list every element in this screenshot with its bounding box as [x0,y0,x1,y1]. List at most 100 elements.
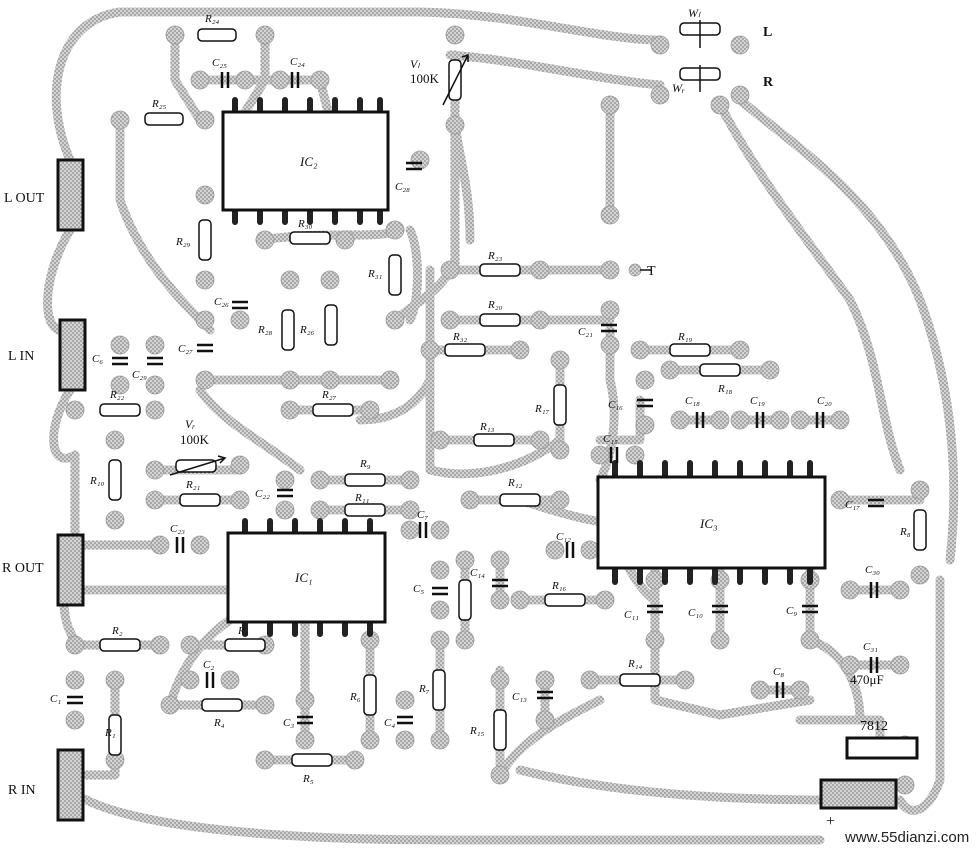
label-r9: R₉ [359,458,371,470]
label-c9: C₉ [786,605,797,617]
label-r17: R₁₇ [534,403,550,415]
l-in-connector [58,318,87,392]
label-c16: C₁₆ [608,399,623,411]
label-r30: R₃₀ [297,218,313,230]
label-c29: C₂₉ [132,369,147,381]
label-c14: C₁₄ [470,567,485,579]
label-c31: C₃₁ [863,641,878,653]
label-r6: R₆ [349,691,361,703]
label-c12: C₁₂ [556,531,571,543]
label-r12: R₁₂ [507,477,523,489]
label-c15: C₁₅ [603,433,618,445]
power-connector [819,778,898,810]
label-r-out: R OUT [2,561,44,576]
label-c4: C₄ [384,717,395,729]
connectors [56,158,919,822]
label-r21: R₂₁ [185,479,201,491]
label-r29: R₂₉ [175,236,191,248]
label-wl: Wₗ [688,6,701,20]
label-c17: C₁₇ [845,499,860,511]
pot-arrows [169,20,701,476]
watermark: www.55dianzi.com [844,829,969,846]
label-c7: C₇ [417,509,428,521]
label-r11: R₁₁ [354,492,370,504]
label-c30: C₃₀ [865,564,880,576]
label-r32: R₃₂ [452,331,468,343]
label-plus: + [826,813,835,830]
capacitor-symbols [67,72,884,725]
label-r19: R₁₉ [677,331,693,343]
label-r14: R₁₄ [627,658,643,670]
label-r4: R₄ [213,717,225,729]
label-c5: C₅ [413,583,424,595]
label-r13: R₁₃ [479,421,495,433]
label-t: T [647,264,656,279]
ic2-label: IC₂ [299,154,318,169]
label-c11: C₁₁ [624,609,639,621]
label-vr: Vᵣ [185,417,195,431]
label-r25: R₂₅ [151,98,167,110]
ic1-body [226,531,387,624]
copper-traces [43,7,959,845]
l-out-connector [56,158,85,232]
ic2-body [221,110,390,212]
label-vl-value: 100K [410,71,440,86]
label-l: L [763,25,772,40]
label-c10: C₁₀ [688,607,703,619]
regulator-7812-body [845,736,919,760]
label-r24: R₂₄ [204,13,220,25]
ic3-body [596,475,827,570]
label-c1: C₁ [50,693,61,705]
label-r20: R₂₀ [487,299,503,311]
label-c26: C₂₆ [214,296,229,308]
label-470uf: 470μF [850,672,884,687]
component-labels: IC₂ IC₁ IC₃ R₁ R₂ R₃ R₄ R₅ R₆ R₇ R₉ R₁₀ … [50,6,911,785]
label-vl: Vₗ [410,57,420,71]
ic-bodies [221,110,827,624]
ic-pins [232,97,813,637]
label-r23: R₂₃ [487,250,503,262]
label-l-in: L IN [8,349,34,364]
ic3-label: IC₃ [699,516,718,531]
label-r7: R₇ [418,683,430,695]
label-c8: C₈ [773,666,784,678]
label-7812: 7812 [860,719,888,734]
label-c27: C₂₇ [178,343,193,355]
label-r2: R₂ [111,625,123,637]
label-c20: C₂₀ [817,395,832,407]
ic1-label: IC₁ [294,570,313,585]
label-c24: C₂₄ [290,56,305,68]
label-c28: C₂₈ [395,181,410,193]
label-r3: R₃ [237,625,249,637]
label-c21: C₂₁ [578,326,593,338]
label-r22: R₂₂ [109,389,125,401]
resistor-bodies [99,22,927,767]
label-c13: C₁₃ [512,691,527,703]
label-r-in: R IN [8,783,36,798]
connector-labels: L OUT L IN R OUT R IN L R T + www.55dian… [2,25,969,846]
label-r28: R₂₈ [257,324,273,336]
label-wr: Wᵣ [672,81,685,95]
label-c22: C₂₂ [255,488,270,500]
label-r26: R₂₆ [299,324,315,336]
label-r: R [763,75,774,90]
label-r31: R₃₁ [367,268,383,280]
label-c23: C₂₃ [170,523,185,535]
r-in-connector [56,748,85,822]
label-r18: R₁₈ [717,383,733,395]
label-c3: C₃ [283,717,294,729]
label-r15: R₁₅ [469,725,485,737]
label-l-out: L OUT [4,191,45,206]
label-c25: C₂₅ [212,57,227,69]
r-out-connector [56,533,85,607]
label-vr-value: 100K [180,432,210,447]
label-c2: C₂ [203,659,214,671]
label-r8: R₈ [899,526,911,538]
label-c19: C₁₉ [750,395,765,407]
label-c6: C₆ [92,353,103,365]
label-c18: C₁₈ [685,395,700,407]
label-r16: R₁₆ [551,580,567,592]
label-r5: R₅ [302,773,314,785]
label-r27: R₂₇ [321,389,337,401]
